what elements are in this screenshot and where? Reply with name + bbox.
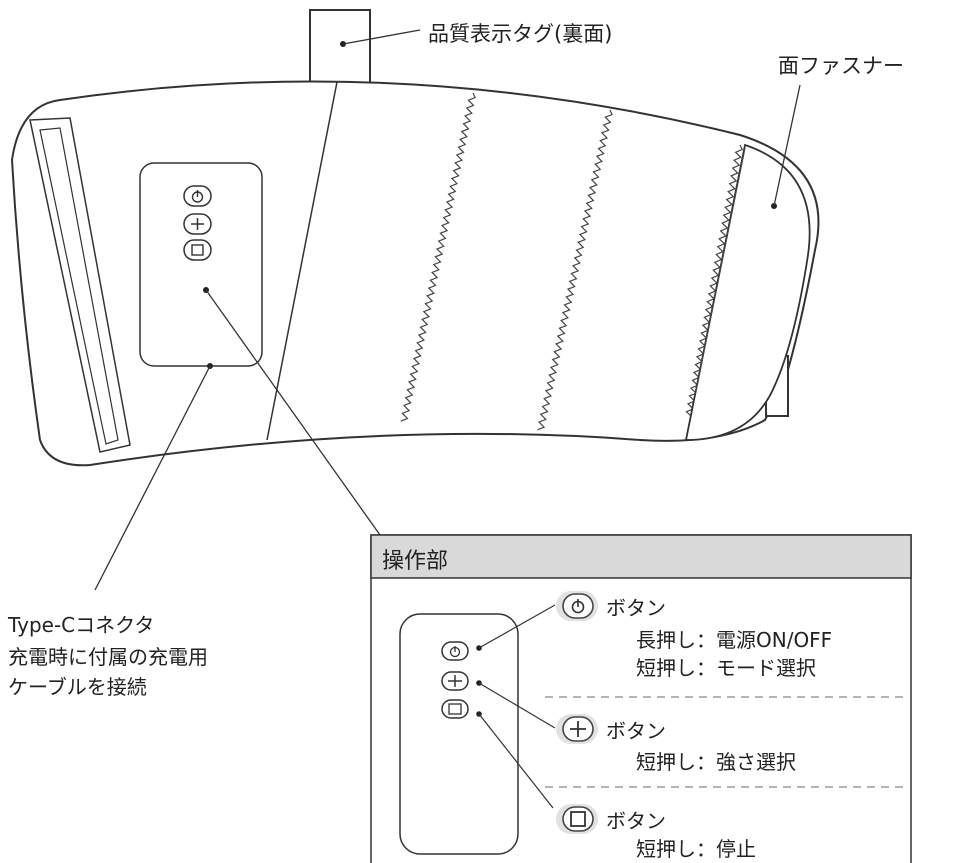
typec-title: Type-Cコネクタ (8, 613, 155, 637)
leader-control (205, 289, 381, 536)
typec-desc-2: ケーブルを接続 (8, 675, 147, 699)
leader-tag (342, 29, 421, 45)
stitch-seam-3 (685, 144, 744, 418)
stop-icon (570, 811, 586, 827)
seam-line (266, 81, 338, 441)
panel-header (370, 534, 912, 579)
stitch-seam-1 (400, 92, 476, 422)
leader-fastener (773, 84, 801, 207)
power-desc-1: 長押し：電源ON/OFF (636, 628, 833, 652)
plus-desc-1: 短押し：強さ選択 (636, 750, 796, 774)
remote-illustration (399, 613, 519, 855)
stop-button-label: ボタン (606, 809, 666, 833)
plus-button-label: ボタン (606, 719, 666, 743)
stop-button-small (183, 239, 212, 261)
power-button-label: ボタン (606, 596, 666, 620)
quality-tag (309, 9, 371, 91)
fastener-label: 面ファスナー (778, 54, 904, 78)
control-panel-outline (139, 162, 263, 367)
panel-title: 操作部 (382, 549, 449, 574)
typec-desc-1: 充電時に付属の充電用 (8, 645, 208, 669)
power-desc-2: 短押し：モード選択 (636, 656, 816, 680)
stop-desc-1: 短押し：停止 (636, 837, 756, 861)
fastener-panel (684, 143, 811, 441)
stitch-seam-2 (537, 109, 613, 431)
stitch-seam-4 (694, 147, 746, 394)
tag-label: 品質表示タグ(裏面) (428, 22, 613, 46)
leader-typec (94, 365, 211, 591)
